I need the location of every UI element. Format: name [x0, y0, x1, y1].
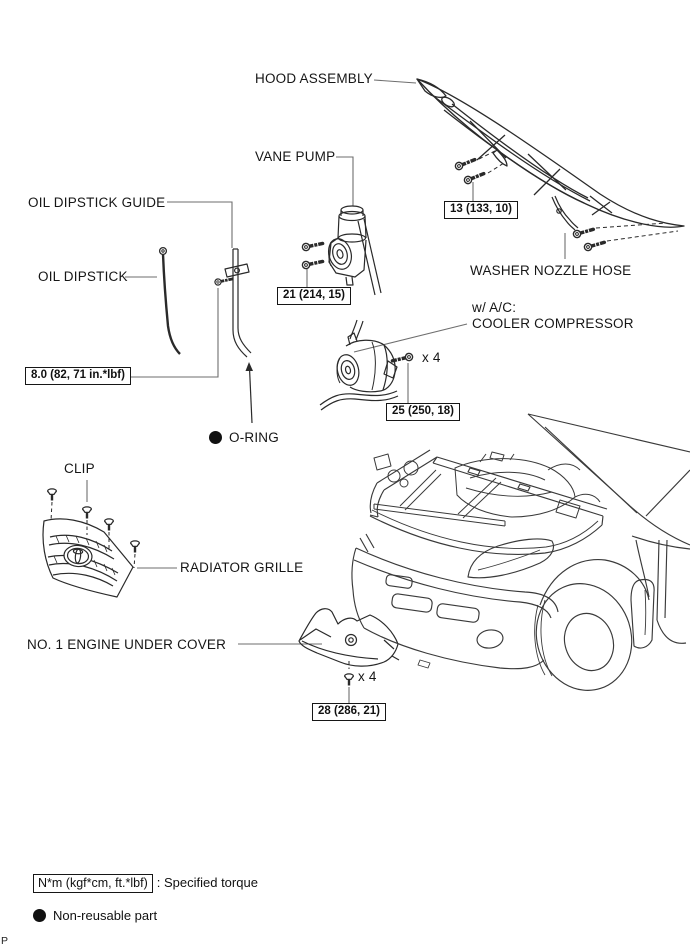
non-reusable-caption: Non-reusable part [53, 908, 158, 923]
hood-torque-box: 13 (133, 10) [444, 201, 519, 219]
leader-lines [86, 79, 566, 703]
torque-unit-box: N*m (kgf*cm, ft.*lbf) [33, 874, 153, 893]
non-reusable-dot-icon [209, 431, 222, 444]
hood-illustration [416, 78, 685, 228]
ac-prefix-text: w/ A/C: [472, 300, 517, 315]
vehicle-illustration [351, 413, 690, 691]
under-cover-illustration [298, 608, 400, 667]
washer-hose-illustration [551, 195, 579, 231]
radiator-grille-label: RADIATOR GRILLE [180, 560, 304, 575]
torque-legend-caption: : Specified torque [156, 875, 258, 890]
compressor-torque-box: 25 (250, 18) [386, 403, 461, 421]
under-cover-fastener [343, 661, 355, 687]
vane-pump-bolts [300, 238, 326, 271]
hood-assembly-label: HOOD ASSEMBLY [255, 71, 373, 86]
hood-rear-bolts [570, 222, 679, 254]
compressor-illustration [319, 319, 399, 411]
grille-clips [46, 487, 141, 569]
non-reusable-legend: Non-reusable part [33, 908, 157, 923]
cooler-compressor-text: COOLER COMPRESSOR [472, 316, 634, 331]
under-cover-bolt-qty: x 4 [358, 669, 377, 684]
o-ring-label: O-RING [229, 430, 279, 445]
washer-nozzle-hose-label: WASHER NOZZLE HOSE [470, 263, 632, 278]
dipstick-guide-illustration [224, 248, 252, 358]
hood-hinge-bolts [452, 150, 505, 187]
clip-label: CLIP [64, 461, 95, 476]
page-marker: P [1, 935, 9, 947]
vane-pump-label: VANE PUMP [255, 149, 336, 164]
torque-legend: N*m (kgf*cm, ft.*lbf): Specified torque [33, 874, 258, 893]
o-ring-arrow [245, 362, 253, 424]
compressor-bolt-qty: x 4 [422, 350, 441, 365]
vane-pump-torque-box: 21 (214, 15) [277, 287, 352, 305]
dipstick-guide-bolt [212, 274, 235, 288]
vane-pump-illustration [327, 205, 382, 296]
cooler-compressor-label: w/ A/C: COOLER COMPRESSOR [472, 300, 634, 332]
oil-dipstick-label: OIL DIPSTICK [38, 269, 128, 284]
grille-illustration [42, 518, 134, 598]
engine-under-cover-label: NO. 1 ENGINE UNDER COVER [27, 637, 227, 652]
under-cover-torque-box: 28 (286, 21) [312, 703, 387, 721]
toyota-emblem-icon [63, 544, 93, 568]
oil-dipstick-illustration [158, 246, 181, 355]
non-reusable-dot-icon [33, 909, 46, 922]
dipstick-guide-torque-box: 8.0 (82, 71 in.*lbf) [25, 367, 131, 385]
oil-dipstick-guide-label: OIL DIPSTICK GUIDE [28, 195, 166, 210]
